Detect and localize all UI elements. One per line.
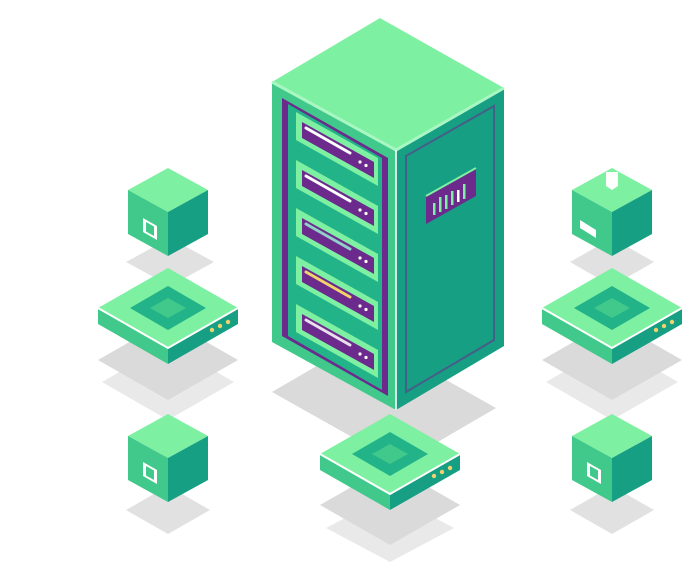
server-unit bbox=[296, 304, 378, 378]
cube-icon bbox=[128, 168, 208, 256]
server-units bbox=[296, 112, 378, 378]
network-node-icon bbox=[97, 268, 239, 364]
network-node-icon bbox=[541, 268, 683, 364]
server-unit bbox=[296, 256, 378, 330]
server-unit bbox=[296, 160, 378, 234]
server-rack-icon bbox=[271, 18, 505, 410]
cube-icon bbox=[128, 414, 208, 502]
bar-chart-icon bbox=[425, 167, 477, 224]
network-node-icon bbox=[319, 414, 461, 510]
cube-icon bbox=[572, 414, 652, 502]
cube-icon bbox=[572, 168, 652, 256]
server-unit bbox=[296, 208, 378, 282]
server-unit bbox=[296, 112, 378, 186]
